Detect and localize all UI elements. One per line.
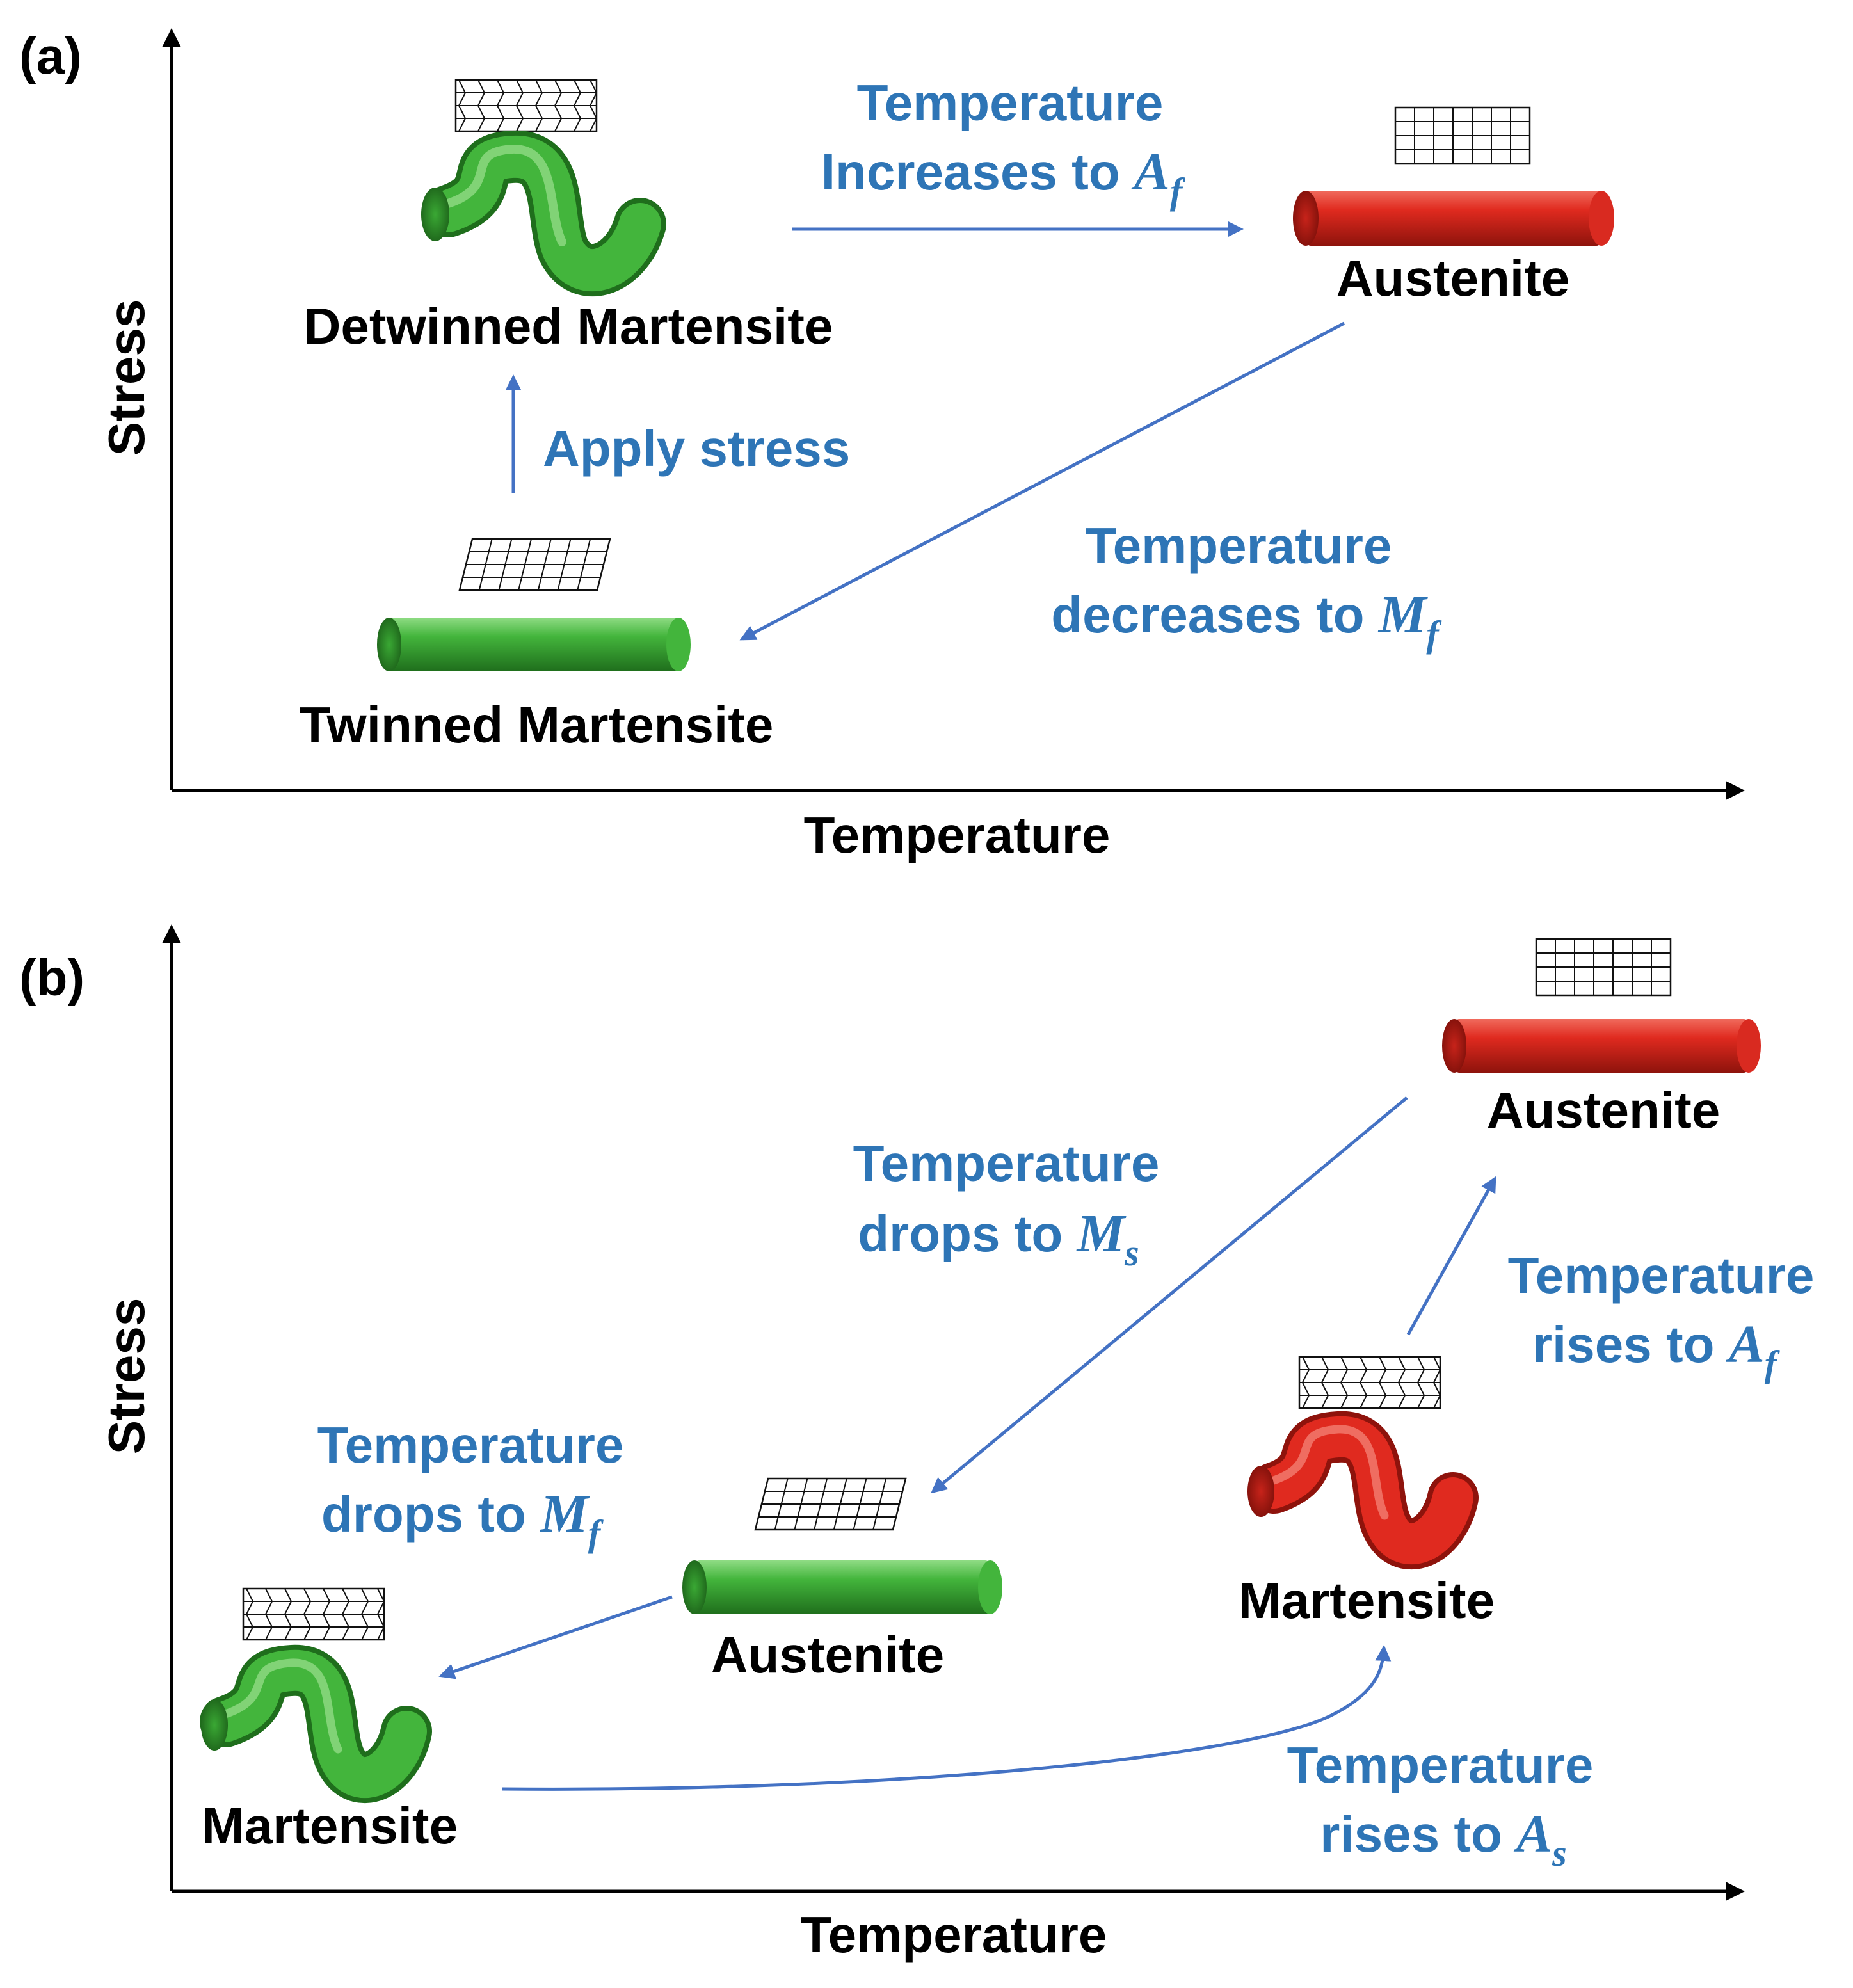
- panel-a-y-axis-label: Stress: [98, 300, 155, 456]
- austenite-top-lattice-icon: [1535, 938, 1672, 997]
- twinned-lattice-icon: [458, 538, 611, 591]
- martensite-red-lattice-icon: [1298, 1356, 1441, 1409]
- martensite-green-lattice-icon: [242, 1587, 385, 1641]
- panel-b: (b) Stress Temperature Austenite Martens…: [19, 924, 1815, 1963]
- martensite-red-label: Martensite: [1239, 1572, 1495, 1629]
- twinned-martensite-rod-icon: [377, 618, 691, 671]
- drop-to-ms-line2: drops to Ms: [858, 1204, 1139, 1274]
- detwinned-martensite-rod-icon: [421, 130, 666, 296]
- panel-b-y-axis-label: Stress: [98, 1298, 155, 1455]
- heat-to-af-line2: Increases to Af: [821, 142, 1186, 212]
- cool-to-mf-line2: decreases to Mf: [1051, 585, 1442, 655]
- austenite-top-rod-icon: [1442, 1019, 1761, 1073]
- cool-to-mf-line1: Temperature: [1086, 517, 1392, 574]
- detwinned-martensite-label: Detwinned Martensite: [304, 298, 833, 355]
- martensite-red-rod-icon: [1247, 1411, 1479, 1569]
- detwinned-lattice-icon: [454, 79, 598, 132]
- martensite-green-label: Martensite: [202, 1797, 458, 1854]
- rise-to-as-arrow: [502, 1645, 1392, 1791]
- panel-a: (a) Stress Temperature Detwinned Martens…: [19, 28, 1745, 863]
- panel-a-tag: (a): [19, 28, 82, 84]
- panel-b-x-axis-label: Temperature: [801, 1906, 1107, 1963]
- austenite-label: Austenite: [1336, 250, 1570, 307]
- twinned-martensite-label: Twinned Martensite: [300, 696, 774, 753]
- rise-to-as-line2: rises to As: [1320, 1804, 1566, 1874]
- austenite-lattice-icon: [1394, 106, 1531, 165]
- austenite-top-label: Austenite: [1487, 1082, 1721, 1139]
- drop-to-ms-line1: Temperature: [853, 1135, 1160, 1192]
- rise-to-af-arrow: [1406, 1176, 1496, 1336]
- heat-to-af-line1: Temperature: [857, 74, 1164, 131]
- cool-to-mf-arrow: [739, 321, 1345, 641]
- drop-to-mf-arrow: [438, 1595, 673, 1679]
- austenite-green-lattice-icon: [754, 1477, 907, 1531]
- rise-to-as-line1: Temperature: [1287, 1736, 1594, 1793]
- drop-to-mf-line2: drops to Mf: [321, 1484, 604, 1554]
- drop-to-mf-line1: Temperature: [317, 1416, 624, 1473]
- austenite-green-label: Austenite: [711, 1626, 945, 1683]
- rise-to-af-line1: Temperature: [1508, 1247, 1815, 1304]
- austenite-rod-icon: [1293, 191, 1614, 246]
- panel-b-tag: (b): [19, 949, 84, 1006]
- rise-to-af-line2: rises to Af: [1532, 1315, 1781, 1384]
- apply-stress-label: Apply stress: [543, 420, 850, 477]
- panel-a-x-axis-label: Temperature: [804, 806, 1111, 863]
- austenite-green-rod-icon: [682, 1560, 1002, 1614]
- martensite-green-rod-icon: [200, 1644, 432, 1803]
- drop-to-ms-arrow: [931, 1096, 1408, 1494]
